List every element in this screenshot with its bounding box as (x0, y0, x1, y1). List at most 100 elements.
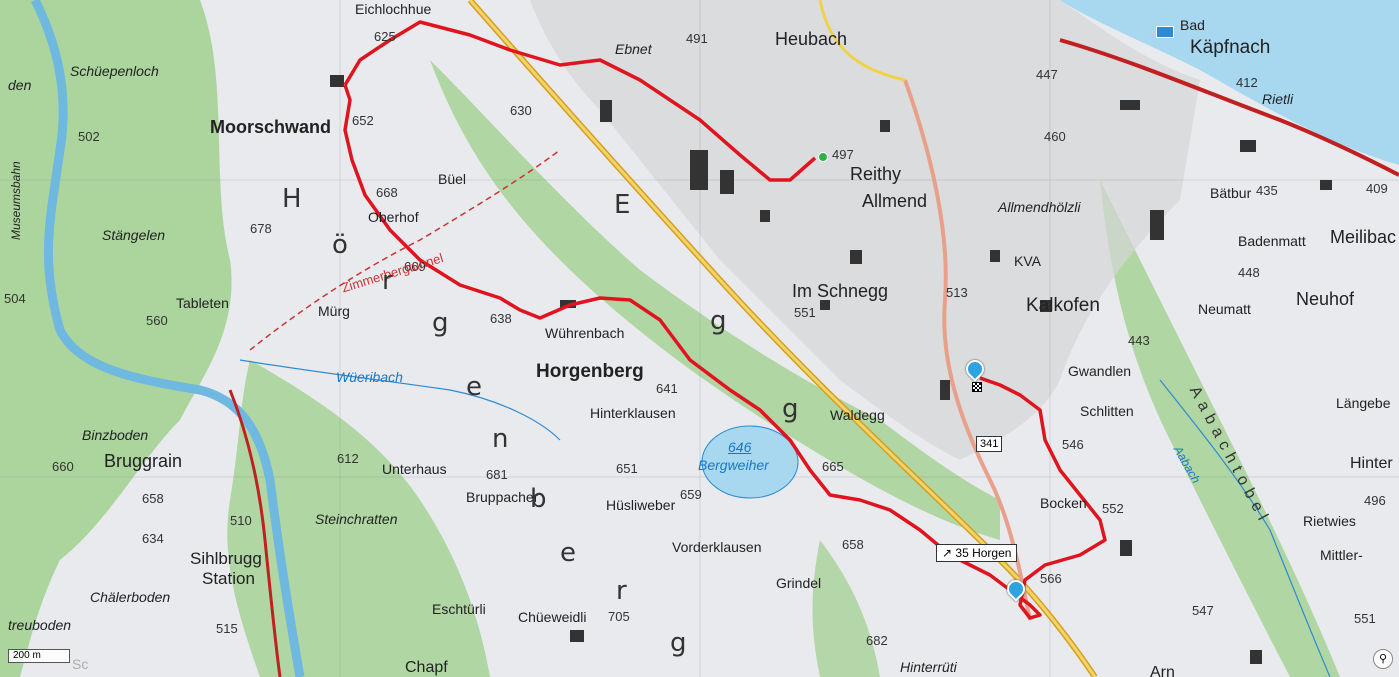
elevation: 412 (1236, 75, 1258, 90)
forest-grindel (812, 540, 880, 677)
locality: Schüepenloch (70, 63, 159, 79)
stream-label: Wüeribach (336, 369, 403, 385)
region-letter: g (432, 308, 449, 338)
locality: Hinterklausen (590, 405, 676, 421)
forest-south (227, 360, 490, 677)
elevation: 665 (822, 459, 844, 474)
elevation: 566 (1040, 571, 1062, 586)
elevation: 560 (146, 313, 168, 328)
buildings (330, 75, 1332, 664)
region-letter: g (710, 306, 727, 336)
locality: Steinchratten (315, 511, 398, 527)
locality: Allmendhölzli (998, 199, 1081, 215)
region-letter: e (466, 372, 482, 402)
elevation: 409 (1366, 181, 1388, 196)
elevation: 547 (1192, 603, 1214, 618)
locality: Mürg (318, 303, 350, 319)
elevation: 504 (4, 291, 26, 306)
locality: Badenmatt (1238, 233, 1306, 249)
search-zoom-icon: ⚲ (1378, 652, 1388, 665)
wueribach-stream (239, 359, 561, 441)
heubach-road (818, 0, 906, 82)
locality: Bätbur (1210, 185, 1252, 201)
elevation: 496 (1364, 493, 1386, 508)
elevation: 435 (1256, 183, 1278, 198)
locality: Chüeweidli (518, 609, 587, 625)
place-im-schnegg: Im Schnegg (792, 281, 889, 301)
lake-elevation: 646 (728, 439, 752, 455)
exit-label: 35 Horgen (955, 546, 1012, 560)
elevation: 447 (1036, 67, 1058, 82)
elevation: 659 (680, 487, 702, 502)
lake-label: Bergweiher (698, 457, 769, 473)
elevation: 497 (832, 147, 854, 162)
region-letter: g (782, 394, 799, 424)
sihl-river (30, 0, 305, 677)
locality: Museumsbahn (9, 161, 23, 240)
locality: Stängelen (102, 227, 166, 243)
region-letter: r (382, 266, 393, 296)
place-kalkofen: Kalkofen (1026, 295, 1100, 316)
exit-arrow-icon: ↗ (942, 546, 953, 560)
forest-aabachtobel (1100, 180, 1340, 677)
locality: Vorderklausen (672, 539, 762, 555)
locality: Oberhof (368, 209, 419, 225)
locality: Binzboden (82, 427, 149, 443)
place-meilibach: Meilibac (1330, 227, 1397, 247)
lake-zurich (1060, 0, 1399, 165)
faded-label: Sc (72, 656, 89, 672)
locality: Wührenbach (545, 325, 625, 341)
zoom-button[interactable]: ⚲ (1373, 649, 1393, 669)
place-heubach: Heubach (775, 29, 848, 49)
elevation: 460 (1044, 129, 1066, 144)
region-letter: g (670, 628, 687, 658)
place-arn: Arn (1150, 664, 1175, 677)
place-station: Station (202, 569, 255, 588)
elevation: 705 (608, 609, 630, 624)
aabach-stream (1159, 379, 1331, 677)
locality: Eichlochhue (355, 1, 432, 17)
elevation: 510 (230, 513, 252, 528)
road-number-badge: 341 (976, 436, 1003, 452)
motorway-inner (468, 0, 1097, 677)
hiking-route (343, 84, 1107, 620)
place-bruggrain: Bruggrain (104, 451, 183, 471)
locality: Schlitten (1080, 403, 1134, 419)
place-sihlbrugg: Sihlbrugg (190, 549, 262, 568)
elevation: 551 (794, 305, 816, 320)
scale-bar: 200 m (8, 649, 70, 663)
elevation: 612 (337, 451, 359, 466)
tunnel-line (249, 149, 561, 351)
locality: Rietwies (1303, 513, 1356, 529)
elevation: 658 (842, 537, 864, 552)
elevation: 443 (1128, 333, 1150, 348)
elevation: 678 (250, 221, 272, 236)
locality: Grindel (776, 575, 822, 591)
urban-horgen (530, 0, 1200, 460)
locality: Tableten (176, 295, 229, 311)
finish-flag[interactable] (972, 382, 982, 392)
elevation: 668 (376, 185, 398, 200)
region-letter: E (614, 190, 631, 220)
motorway-exit-sign: ↗ 35 Horgen (936, 544, 1018, 562)
region-letter: n (492, 424, 509, 454)
place-moorschwand: Moorschwand (210, 117, 332, 137)
elevation: 625 (374, 29, 396, 44)
elevation: 491 (686, 31, 708, 46)
elevation: 630 (510, 103, 532, 118)
place-allmend: Allmend (862, 191, 928, 211)
elevation: 551 (1354, 611, 1376, 626)
elevation: 552 (1102, 501, 1124, 516)
place-bad: Bad (1180, 17, 1205, 33)
elevation: 641 (656, 381, 678, 396)
locality: Neumatt (1198, 301, 1251, 317)
waypoint-dot[interactable] (818, 152, 828, 162)
sihltal-railway (228, 389, 282, 677)
locality: den (8, 77, 32, 93)
bad-icon (1156, 26, 1174, 38)
region-letter: e (560, 538, 576, 568)
locality: Eschtürli (432, 601, 486, 617)
elevation: 448 (1238, 265, 1260, 280)
